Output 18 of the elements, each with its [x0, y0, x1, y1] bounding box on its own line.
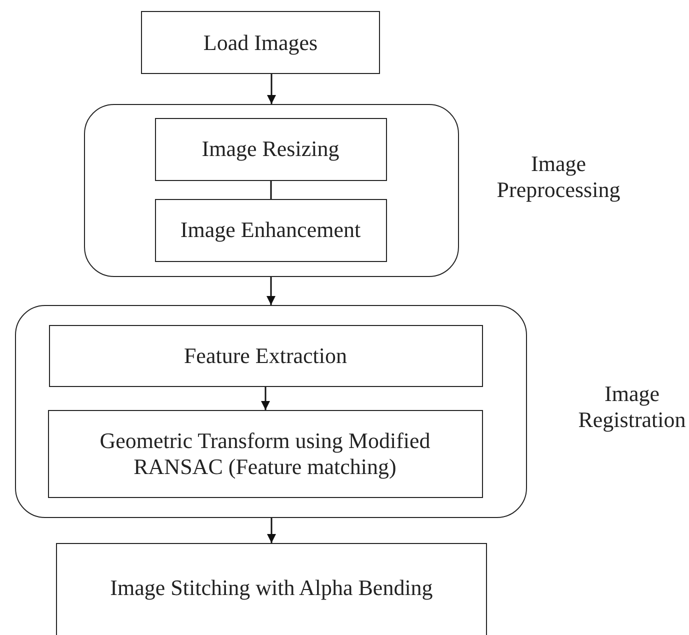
arrow — [266, 277, 276, 305]
box-label: Geometric Transform using Modified RANSAC (Feature matching) — [98, 428, 432, 479]
group-heading: Image Preprocessing — [496, 151, 622, 204]
box-label: Image Stitching with Alpha Bending — [110, 575, 433, 601]
box-label: Feature Extraction — [184, 342, 348, 368]
arrow — [267, 518, 276, 543]
group-heading: Image Registration — [577, 381, 687, 434]
process-box — [154, 118, 386, 180]
process-box — [154, 198, 386, 262]
process-box — [141, 11, 380, 74]
process-box — [48, 410, 482, 498]
process-box — [56, 543, 487, 635]
box-label: Load Images — [203, 30, 318, 56]
process-box — [48, 324, 482, 386]
arrow — [261, 387, 270, 410]
arrow — [267, 74, 276, 104]
box-label: Image Enhancement — [180, 217, 361, 243]
box-label: Image Resizing — [202, 136, 340, 162]
